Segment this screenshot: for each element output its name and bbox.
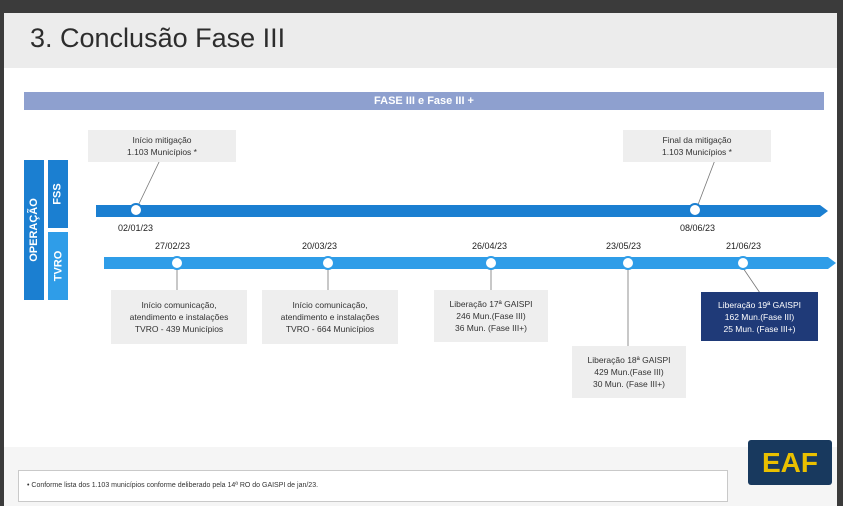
tvro-date-3: 26/04/23: [472, 241, 508, 251]
right-bar: [837, 0, 843, 506]
connector-start-fss: [135, 159, 161, 211]
fss-end-box: Final da mitigação 1.103 Municípios *: [623, 130, 771, 162]
tvro-event-box-4: Liberação 18ª GAISPI 429 Mun.(Fase III) …: [572, 346, 686, 398]
tvro-event-4-line3: 30 Mun. (Fase III+): [592, 379, 666, 389]
top-bar: [0, 0, 843, 13]
tvro-event-3-line3: 36 Mun. (Fase III+): [454, 323, 528, 333]
tvro-event-5-line3: 25 Mun. (Fase III+): [723, 323, 796, 334]
tvro-event-5-line1: Liberação 19ª GAISPI: [718, 299, 801, 310]
fss-end-date: 08/06/23: [680, 223, 716, 233]
tvro-event-3-line1: Liberação 17ª GAISPI: [449, 299, 533, 309]
tvro-event-box-5: Liberação 19ª GAISPI 162 Mun.(Fase III) …: [701, 292, 818, 341]
marker-tvro-3: [484, 256, 498, 270]
tvro-date-1: 27/02/23: [155, 241, 191, 251]
fss-start-box: Início mitigação 1.103 Municípios *: [88, 130, 236, 162]
tvro-event-4-line1: Liberação 18ª GAISPI: [587, 355, 671, 365]
tvro-event-1-line1: Início comunicação,: [141, 300, 217, 310]
fss-end-line2: 1.103 Municípios *: [662, 147, 732, 157]
tvro-event-2-line2: atendimento e instalações: [280, 312, 380, 322]
operacao-label: OPERAÇÃO: [24, 160, 44, 300]
marker-tvro-1: [170, 256, 184, 270]
fss-start-date: 02/01/23: [118, 223, 154, 233]
footnote: • Conforme lista dos 1.103 municípios co…: [18, 470, 728, 502]
marker-fss-end: [688, 203, 702, 217]
tvro-event-4-line2: 429 Mun.(Fase III): [594, 367, 664, 377]
tvro-event-5-line2: 162 Mun.(Fase III): [724, 311, 795, 322]
fss-start-line2: 1.103 Municípios *: [127, 147, 197, 157]
tvro-arrow: [104, 257, 836, 269]
marker-tvro-4: [621, 256, 635, 270]
fss-label: FSS: [48, 160, 68, 228]
tvro-event-box-2: Início comunicação, atendimento e instal…: [262, 290, 398, 344]
tvro-event-1-line2: atendimento e instalações: [129, 312, 229, 322]
phase-banner: FASE III e Fase III +: [24, 92, 824, 110]
tvro-event-3-line2: 246 Mun.(Fase III): [456, 311, 526, 321]
left-bar: [0, 0, 4, 506]
tvro-event-2-line1: Início comunicação,: [292, 300, 368, 310]
tvro-label: TVRO: [48, 232, 68, 300]
tvro-date-5: 21/06/23: [726, 241, 762, 251]
tvro-date-4: 23/05/23: [606, 241, 642, 251]
marker-fss-start: [129, 203, 143, 217]
eaf-logo: EAF: [748, 440, 832, 485]
connector-tvro-5: [742, 267, 761, 294]
connector-end-fss: [695, 159, 716, 211]
tvro-date-2: 20/03/23: [302, 241, 338, 251]
fss-start-line1: Início mitigação: [132, 135, 192, 145]
tvro-event-box-1: Início comunicação, atendimento e instal…: [111, 290, 247, 344]
slide-title: 3. Conclusão Fase III: [30, 23, 286, 53]
tvro-event-box-3: Liberação 17ª GAISPI 246 Mun.(Fase III) …: [434, 290, 548, 342]
marker-tvro-2: [321, 256, 335, 270]
tvro-event-1-line3: TVRO - 439 Municípios: [134, 324, 224, 334]
fss-end-line1: Final da mitigação: [662, 135, 732, 145]
marker-tvro-5: [736, 256, 750, 270]
fss-arrow: [96, 205, 828, 217]
tvro-event-2-line3: TVRO - 664 Municípios: [285, 324, 375, 334]
title-area: [4, 13, 837, 68]
